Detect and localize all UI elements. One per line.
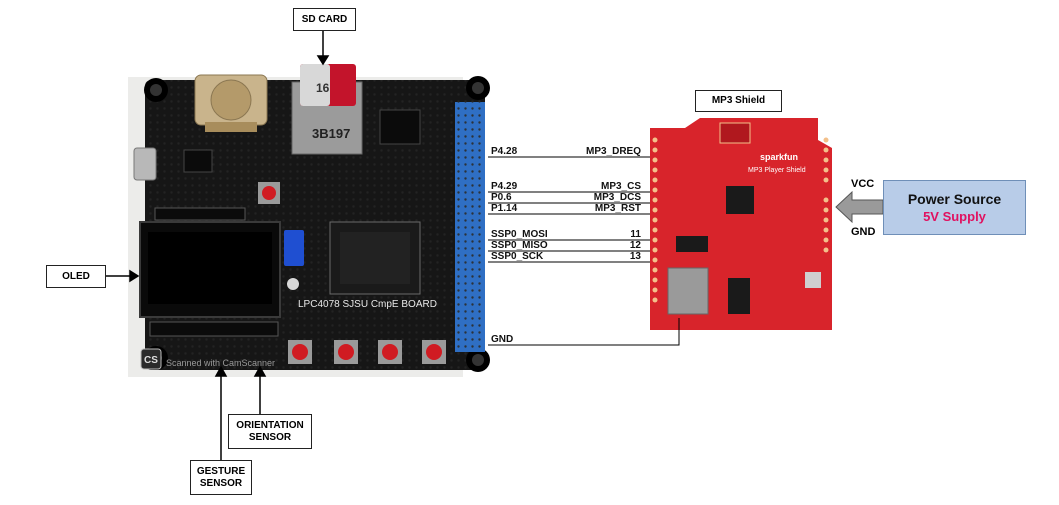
gpio-header: [455, 102, 485, 352]
power-source-box: Power Source 5V Supply: [883, 180, 1026, 235]
sensor-header: [149, 321, 279, 337]
reset-button: [805, 272, 821, 288]
pin-label: SSP0_SCK: [491, 251, 544, 262]
ic-chip: [379, 109, 421, 145]
shield-brand-text: sparkfun: [760, 152, 798, 162]
ic-chip: [676, 236, 708, 252]
arrow-up-icon: [214, 365, 228, 377]
orientation-sensor-callout: ORIENTATION SENSOR: [228, 414, 312, 449]
signal-label: MP3_DCS: [593, 192, 641, 203]
signal-label: 11: [630, 229, 641, 240]
lpc4078-mcu: [329, 221, 421, 295]
wire-gnd: [488, 318, 680, 346]
audio-jack: [728, 278, 750, 314]
signal-label: 12: [629, 240, 641, 251]
potentiometer: [287, 278, 299, 290]
power-source-title: Power Source: [907, 191, 1002, 207]
pin-label: P0.6: [491, 192, 512, 203]
power-arrow-icon: [835, 190, 884, 224]
mp3-shield-board: sparkfun MP3 Player Shield: [650, 118, 832, 330]
signal-wires: [488, 156, 680, 346]
battery-holder: [194, 74, 268, 132]
signal-label: MP3_RST: [594, 203, 641, 214]
ic-chip: [183, 149, 213, 173]
sd-card-slot: 16 3B197: [291, 64, 363, 155]
pin-label: SSP0_MOSI: [491, 229, 548, 240]
microsd-slot: [667, 267, 709, 315]
arrow-down-icon: [316, 55, 330, 66]
arrow-up-icon: [253, 365, 267, 377]
pin-label: P4.29: [491, 181, 518, 192]
signal-label: MP3_CS: [600, 181, 641, 192]
vcc-label: VCC: [851, 178, 875, 190]
shield-pin-pads: [652, 137, 829, 303]
dip-switch: [284, 230, 304, 266]
signal-label: 13: [629, 251, 641, 262]
board-name-text: LPC4078 SJSU CmpE BOARD: [298, 299, 437, 310]
gesture-sensor-callout: GESTURE SENSOR: [190, 460, 252, 495]
oled-display: [139, 221, 281, 318]
pin-label: SSP0_MISO: [491, 240, 548, 251]
red-push-button: [258, 182, 446, 364]
scanner-watermark-text: Scanned with CamScanner: [166, 358, 275, 368]
scanner-logo-text: CS: [144, 355, 158, 366]
pin-label: P4.28: [491, 146, 518, 157]
power-source-subtitle: 5V Supply: [923, 209, 986, 224]
gnd-rail-label: GND: [851, 226, 876, 238]
pin-label: GND: [491, 334, 514, 345]
sd-card-callout: SD CARD: [293, 8, 356, 31]
oled-callout: OLED: [46, 265, 106, 288]
callout-arrows: [106, 31, 330, 460]
arrow-right-icon: [129, 269, 140, 283]
chip-code-text: 3B197: [312, 126, 350, 141]
shield-name-text: MP3 Player Shield: [748, 167, 806, 174]
usb-port: [133, 147, 157, 181]
vs1053-chip: [726, 186, 754, 214]
scanner-logo-icon: [140, 348, 162, 370]
signal-label: MP3_DREQ: [585, 146, 641, 157]
sd-capacity-text: 16: [316, 81, 330, 95]
pin-header: [154, 207, 246, 221]
sjsu-board: 16 3B197 LPC4078 SJSU CmpE BOARD: [133, 64, 490, 372]
pin-label: P1.14: [491, 203, 518, 214]
mp3-shield-callout: MP3 Shield: [695, 90, 782, 112]
